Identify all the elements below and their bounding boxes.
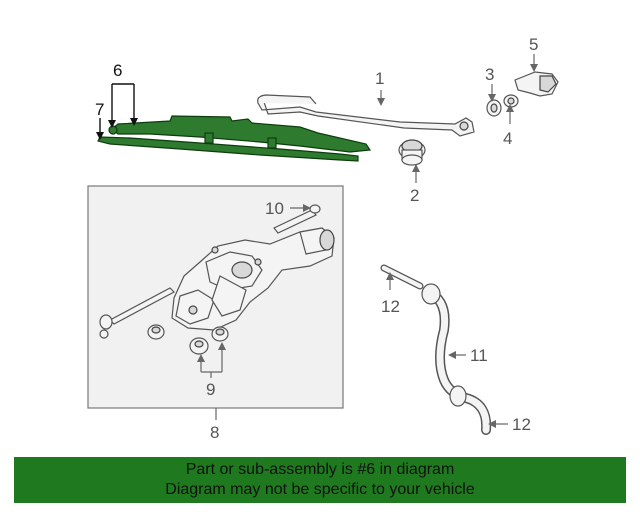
callout-12-lower: 12 xyxy=(512,415,531,434)
callout-6-leader xyxy=(108,83,138,128)
washer[interactable] xyxy=(503,94,519,108)
callout-12-upper: 12 xyxy=(381,297,400,316)
callout-6: 6 xyxy=(113,61,122,80)
washer-hose[interactable] xyxy=(380,264,492,435)
callout-1: 1 xyxy=(375,69,384,88)
callout-9-leader xyxy=(197,342,226,378)
callout-7-leader xyxy=(96,118,104,140)
bushings[interactable] xyxy=(189,326,229,355)
callout-9: 9 xyxy=(206,380,215,399)
callout-7: 7 xyxy=(95,100,104,119)
wiper-arm[interactable] xyxy=(257,94,475,137)
linkage-shaft[interactable] xyxy=(99,287,175,339)
callout-4: 4 xyxy=(503,129,512,148)
motor-grommet-left[interactable] xyxy=(147,324,165,340)
wiper-blade-assembly[interactable] xyxy=(97,115,372,162)
callout-10: 10 xyxy=(265,199,284,218)
grommet[interactable] xyxy=(398,139,426,166)
banner-line-1: Part or sub-assembly is #6 in diagram xyxy=(185,461,455,478)
cap[interactable] xyxy=(514,71,559,97)
callout-8: 8 xyxy=(210,423,219,442)
wiper-motor[interactable] xyxy=(171,227,335,331)
callout-11: 11 xyxy=(470,346,488,365)
callout-3: 3 xyxy=(485,65,494,84)
info-banner: Part or sub-assembly is #6 in diagram Di… xyxy=(14,457,626,503)
bolt[interactable] xyxy=(273,204,321,234)
banner-line-2: Diagram may not be specific to your vehi… xyxy=(165,481,475,498)
callout-5: 5 xyxy=(529,35,538,54)
callout-2: 2 xyxy=(410,186,419,205)
nut[interactable] xyxy=(486,99,502,117)
